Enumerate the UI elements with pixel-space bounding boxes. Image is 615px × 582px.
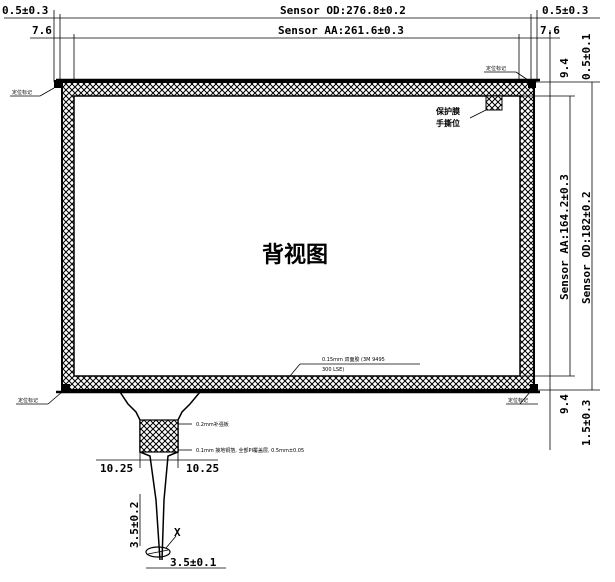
hand-tear-leader — [469, 109, 487, 119]
tail-detail-circle — [145, 546, 171, 558]
corner-label-bl: 定位标记 — [18, 397, 38, 404]
right-bottom-offset-dim: 1.5±0.3 — [580, 400, 593, 446]
sensor-panel: 保护膜 手撕位 背视图 0.15mm 双面胶 (3M 9495 300 LSE) — [56, 78, 540, 394]
corner-label-tl: 定位标记 — [12, 89, 32, 96]
left-margin-dim: 7.6 — [32, 24, 52, 37]
top-left-offset-dim: 0.5±0.3 — [2, 4, 48, 17]
sensor-aa-height-dim: Sensor AA:164.2±0.3 — [558, 174, 571, 300]
corner-leader-tl — [39, 87, 55, 97]
tail-detail-strike — [147, 549, 169, 555]
tail-right-dim: 10.25 — [186, 462, 219, 475]
hand-tear-tab — [485, 95, 503, 111]
tail-detail-mark: X — [174, 526, 181, 539]
hand-tear-label: 手撕位 — [436, 118, 460, 128]
sensor-aa-width-dim: Sensor AA:261.6±0.3 — [278, 24, 404, 37]
corner-leader-br — [519, 391, 531, 405]
fpc-note-2: 0.1mm 接地铜箔, 全部PI覆盖层, 0.5mm±0.05 — [196, 447, 304, 454]
corner-marker-tl — [54, 80, 62, 88]
corner-leader-tr — [515, 71, 529, 81]
tail-left-dim: 10.25 — [100, 462, 133, 475]
right-top-offset-dim: 0.5±0.1 — [580, 33, 593, 80]
corner-marker-br — [530, 384, 538, 392]
top-right-offset-dim: 0.5±0.3 — [542, 4, 588, 17]
tail-tip-dim: 3.5±0.1 — [170, 556, 217, 569]
tail-detail-leader — [165, 535, 177, 549]
tail-length-dim: 3.5±0.2 — [128, 502, 141, 548]
corner-label-br: 定位标记 — [508, 397, 528, 404]
fpc-stiffener — [139, 419, 179, 453]
sensor-od-height-dim: Sensor OD:182±0.2 — [580, 191, 593, 304]
corner-marker-tr — [528, 80, 536, 88]
right-top-margin-dim: 9.4 — [558, 58, 571, 78]
sensor-aa-area — [73, 95, 521, 377]
sensor-od-width-dim: Sensor OD:276.8±0.2 — [280, 4, 406, 17]
view-title: 背视图 — [262, 242, 328, 268]
corner-marker-bl — [62, 384, 70, 392]
corner-markers: 定位标记 定位标记 定位标记 定位标记 — [10, 65, 538, 405]
right-dimensions: 9.4 0.5±0.1 Sensor AA:164.2±0.3 Sensor O… — [520, 30, 600, 450]
tape-note-line1: 0.15mm 双面胶 (3M 9495 — [322, 356, 385, 363]
tape-note-leader — [289, 363, 301, 377]
fpc-note-1: 0.2mm补强板 — [196, 421, 229, 428]
protect-film-label: 保护膜 — [435, 106, 460, 116]
fpc-tail: 0.2mm补强板 0.1mm 接地铜箔, 全部PI覆盖层, 0.5mm±0.05… — [96, 391, 304, 569]
top-dimensions: 0.5±0.3 Sensor OD:276.8±0.2 0.5±0.3 7.6 … — [2, 4, 600, 82]
right-bottom-margin-dim: 9.4 — [558, 394, 571, 414]
tape-note-line2: 300 LSE) — [322, 367, 344, 373]
corner-label-tr: 定位标记 — [486, 65, 506, 72]
corner-leader-bl — [47, 391, 63, 405]
